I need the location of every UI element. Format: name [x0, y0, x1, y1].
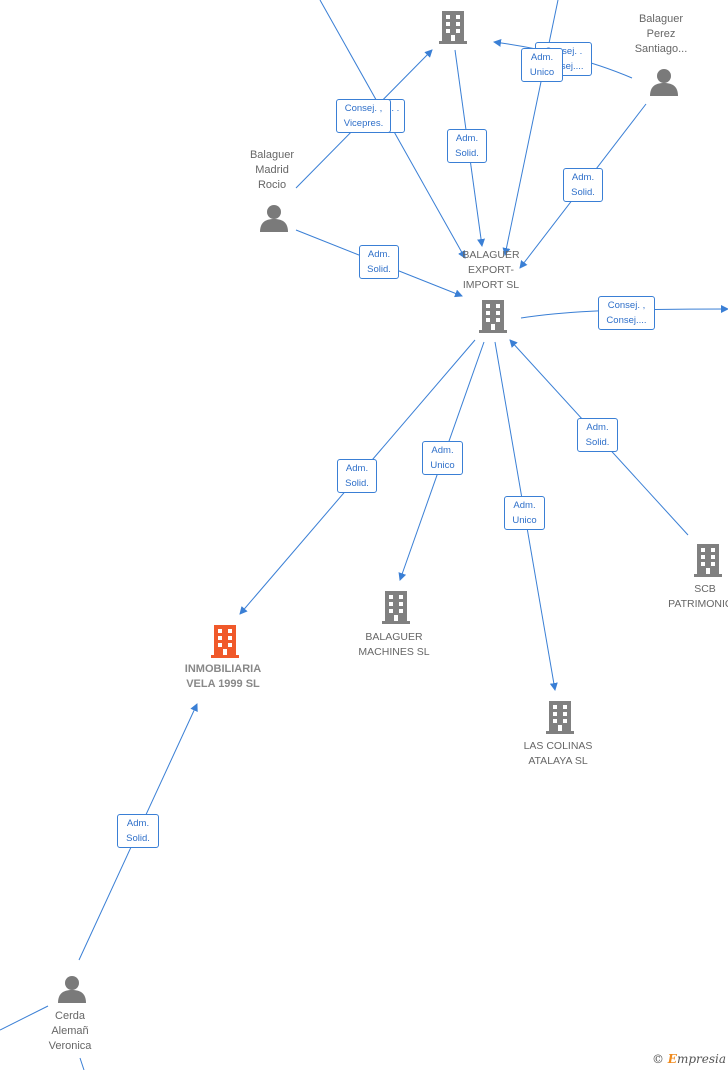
company-icon-highlighted[interactable] — [211, 625, 239, 658]
edge-export-to-right — [520, 305, 728, 319]
node-label-balaguer-perez[interactable]: Balaguer Perez Santiago... — [634, 13, 688, 55]
brand-name: mpresia — [676, 1052, 726, 1066]
edge-label-adm-solid-cerda[interactable]: Adm. Solid. — [117, 814, 159, 848]
node-label-balaguer-machines[interactable]: BALAGUER MACHINES SL — [358, 631, 430, 658]
edge-label-adm-solid-madrid[interactable]: Adm. Solid. — [359, 245, 399, 279]
edge-label-adm-solid-perez[interactable]: Adm. Solid. — [563, 168, 603, 202]
node-label-las-colinas[interactable]: LAS COLINAS ATALAYA SL — [523, 740, 593, 767]
edge-label-adm-unico-top[interactable]: Adm. Unico — [521, 48, 563, 82]
company-icon[interactable] — [694, 544, 722, 577]
brand-initial: E — [667, 1052, 677, 1066]
edge-label-consej-vicepres[interactable]: Consej. , Vicepres. — [336, 99, 391, 133]
edge-label-adm-solid-scb[interactable]: Adm. Solid. — [577, 418, 618, 452]
edge-label-adm-solid-vela[interactable]: Adm. Solid. — [337, 459, 377, 493]
node-label-balaguer-export[interactable]: BALAGUER EXPORT- IMPORT SL — [462, 249, 520, 291]
person-icon[interactable] — [260, 205, 288, 232]
edge-offscreen-top2-to-export — [502, 0, 559, 256]
edge-label-adm-unico-machines[interactable]: Adm. Unico — [422, 441, 463, 475]
node-label-inmobiliaria-vela[interactable]: INMOBILIARIA VELA 1999 SL — [184, 663, 262, 690]
edge-label-adm-solid-top[interactable]: Adm. Solid. — [447, 129, 487, 163]
edge-cerda-offscreen-left — [0, 1005, 49, 1031]
node-label-scb-patrimonio[interactable]: SCB PATRIMONIO... — [668, 583, 728, 610]
company-icon[interactable] — [439, 11, 467, 44]
edge-label-consej-right[interactable]: Consej. , Consej.... — [598, 296, 655, 330]
company-icon[interactable] — [382, 591, 410, 624]
person-icon[interactable] — [650, 69, 678, 96]
company-icon[interactable] — [479, 300, 507, 333]
node-label-cerda-aleman[interactable]: Cerda Alemañ Veronica — [48, 1010, 92, 1052]
edge-cerda-offscreen-bottom — [79, 1057, 85, 1070]
empresia-watermark: © Empresia — [652, 1052, 726, 1066]
company-icon[interactable] — [546, 701, 574, 734]
copyright-icon: © — [651, 1052, 664, 1066]
edge-label-adm-unico-colinas[interactable]: Adm. Unico — [504, 496, 545, 530]
node-label-balaguer-madrid[interactable]: Balaguer Madrid Rocio — [249, 149, 295, 191]
person-icon[interactable] — [58, 976, 86, 1003]
